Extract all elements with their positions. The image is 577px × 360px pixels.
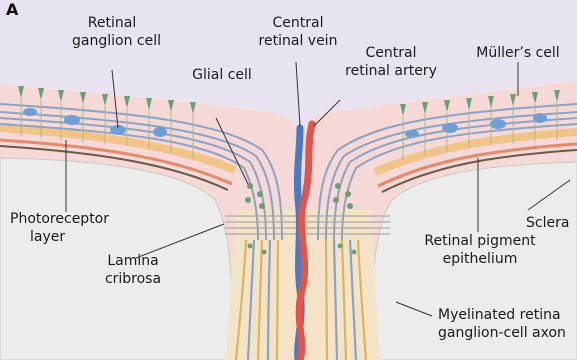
panel-letter: A <box>6 0 18 19</box>
label-photoreceptor-layer: Photoreceptor layer <box>10 210 109 246</box>
label-lamina-cribrosa: Lamina cribrosa <box>96 252 170 288</box>
label-retinal-ganglion-cell: Retinal ganglion cell <box>72 14 152 50</box>
label-central-retinal-vein: Central retinal vein <box>252 14 344 50</box>
label-central-retinal-artery: Central retinal artery <box>340 44 442 80</box>
label-muller-cell: Müller’s cell <box>466 44 570 62</box>
label-myelinated-axons: Myelinated retina ganglion-cell axon <box>438 306 574 342</box>
label-sclera: Sclera <box>526 214 569 232</box>
label-retinal-pigment-epithelium: Retinal pigment epithelium <box>420 232 540 268</box>
label-glial-cell: Glial cell <box>182 66 262 84</box>
